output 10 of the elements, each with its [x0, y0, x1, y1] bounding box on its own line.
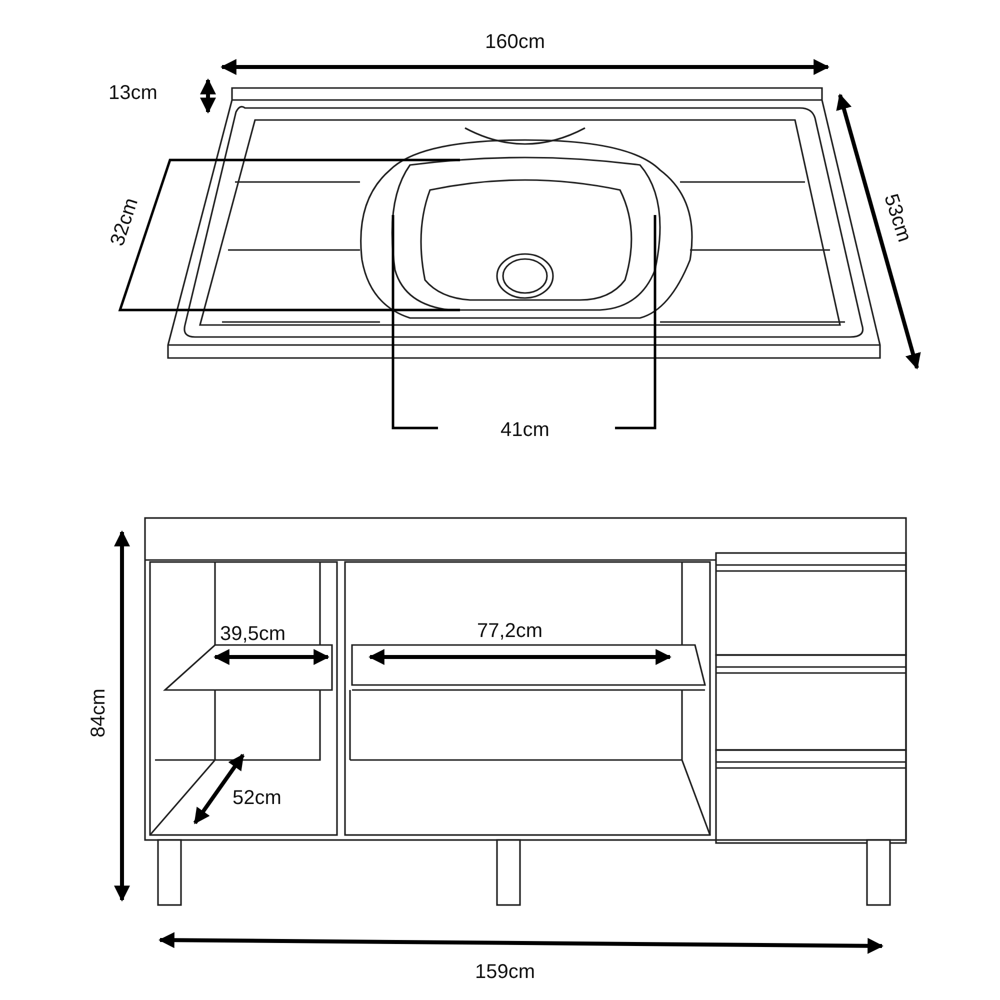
dimension-label: 84cm [88, 688, 108, 738]
dimension-label: 160cm [485, 32, 546, 52]
dimension-label: 39,5cm [220, 624, 286, 644]
dimension-label: 13cm [108, 83, 158, 103]
dimension-label: 41cm [500, 420, 550, 440]
dimension-label: 32cm [106, 196, 142, 248]
dimension-label: 52cm [232, 788, 282, 808]
dimension-label: 53cm [880, 192, 914, 244]
dimension-label: 77,2cm [477, 621, 543, 641]
dimension-label: 159cm [475, 962, 536, 982]
